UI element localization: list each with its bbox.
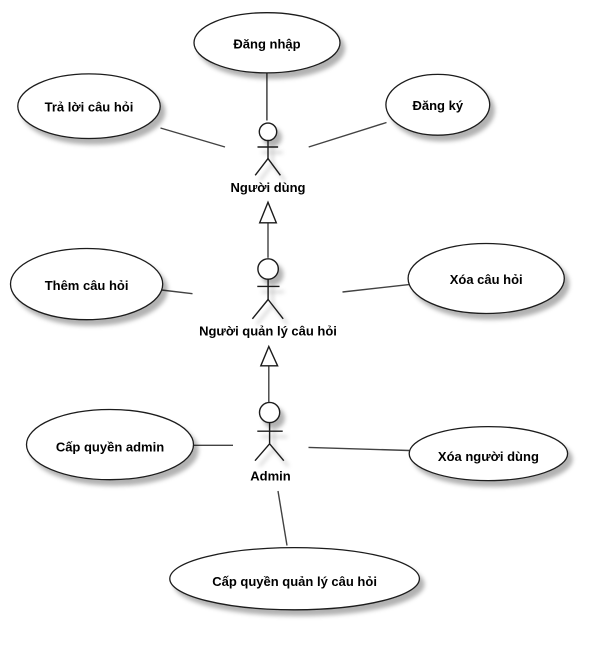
svg-text:Người dùng: Người dùng [231, 180, 306, 195]
svg-text:Xóa người dùng: Xóa người dùng [438, 449, 539, 464]
svg-text:Trả lời câu hỏi: Trả lời câu hỏi [45, 99, 134, 114]
svg-text:Đăng nhập: Đăng nhập [233, 36, 300, 51]
svg-text:Cấp quyền admin: Cấp quyền admin [56, 440, 164, 455]
svg-text:Người quản lý câu hỏi: Người quản lý câu hỏi [199, 324, 337, 339]
svg-text:Cấp quyền quản lý câu hỏi: Cấp quyền quản lý câu hỏi [212, 574, 377, 589]
svg-text:Admin: Admin [250, 468, 291, 483]
svg-text:Đăng ký: Đăng ký [413, 98, 464, 113]
svg-text:Thêm câu hỏi: Thêm câu hỏi [45, 278, 129, 293]
svg-text:Xóa câu hỏi: Xóa câu hỏi [450, 272, 523, 287]
